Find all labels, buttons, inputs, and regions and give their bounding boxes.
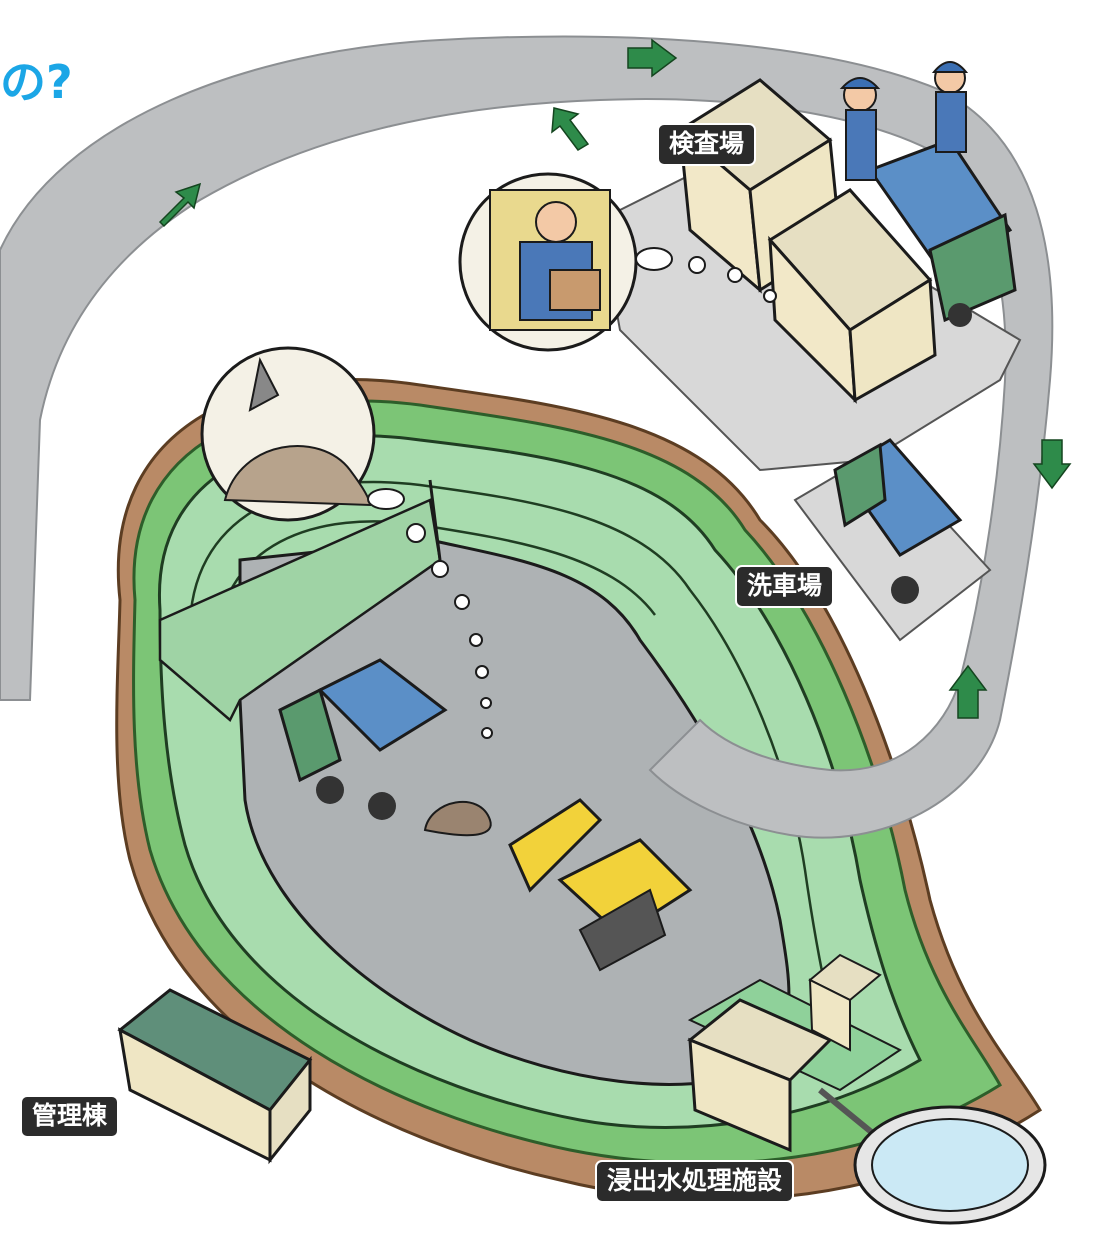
arrow-icon — [552, 108, 588, 150]
page-title-fragment: の? — [0, 58, 73, 106]
inspector-icon — [460, 174, 636, 350]
label-management: 管理棟 — [20, 1095, 119, 1138]
label-leachate: 浸出水処理施設 — [595, 1160, 794, 1203]
label-inspection: 検査場 — [657, 123, 756, 166]
shower-icon — [202, 348, 374, 520]
pond-icon — [855, 1107, 1045, 1223]
label-car-wash: 洗車場 — [735, 565, 834, 608]
